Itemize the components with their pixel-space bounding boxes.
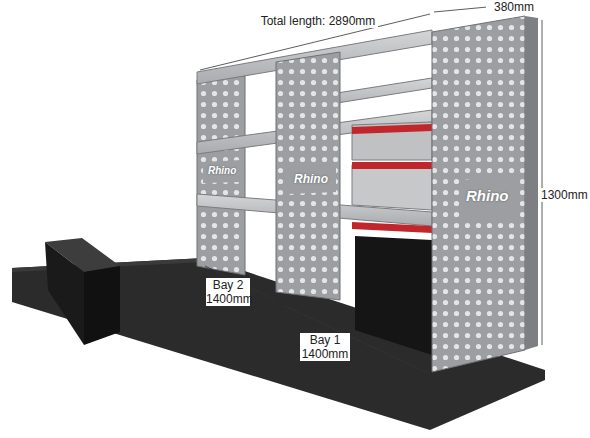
logo-plate — [462, 174, 520, 222]
end-panel-right — [432, 16, 525, 372]
brand-logo: Rhino — [294, 172, 328, 186]
drawer-handle — [352, 222, 432, 233]
logo-plate — [288, 164, 336, 194]
dimension-line — [285, 306, 430, 374]
dimension-label: Bay 1 1400mm — [300, 333, 350, 361]
brand-logo: Rhino — [208, 165, 236, 176]
drawer-unit — [352, 122, 432, 160]
drawer-unit — [352, 165, 432, 210]
divider-panel — [276, 52, 340, 300]
dimension-line — [200, 14, 430, 70]
dimension-label: 380mm — [486, 0, 542, 14]
wheel-arch-side — [45, 242, 84, 345]
under-shelf-space — [355, 236, 432, 355]
drawer-handle — [352, 124, 432, 134]
dimension-label: Bay 2 1400mm — [206, 278, 250, 306]
dimension-label: Total length: 2890mm — [258, 14, 378, 28]
end-panel-left — [197, 76, 245, 275]
drawer-handle — [352, 162, 432, 169]
dimension-label: 1300mm — [541, 188, 587, 202]
end-panel-depth — [525, 16, 538, 350]
wheel-arch-front — [84, 266, 120, 345]
brand-logo: Rhino — [466, 187, 509, 204]
logo-plate — [203, 160, 242, 183]
dimension-line — [542, 20, 543, 345]
